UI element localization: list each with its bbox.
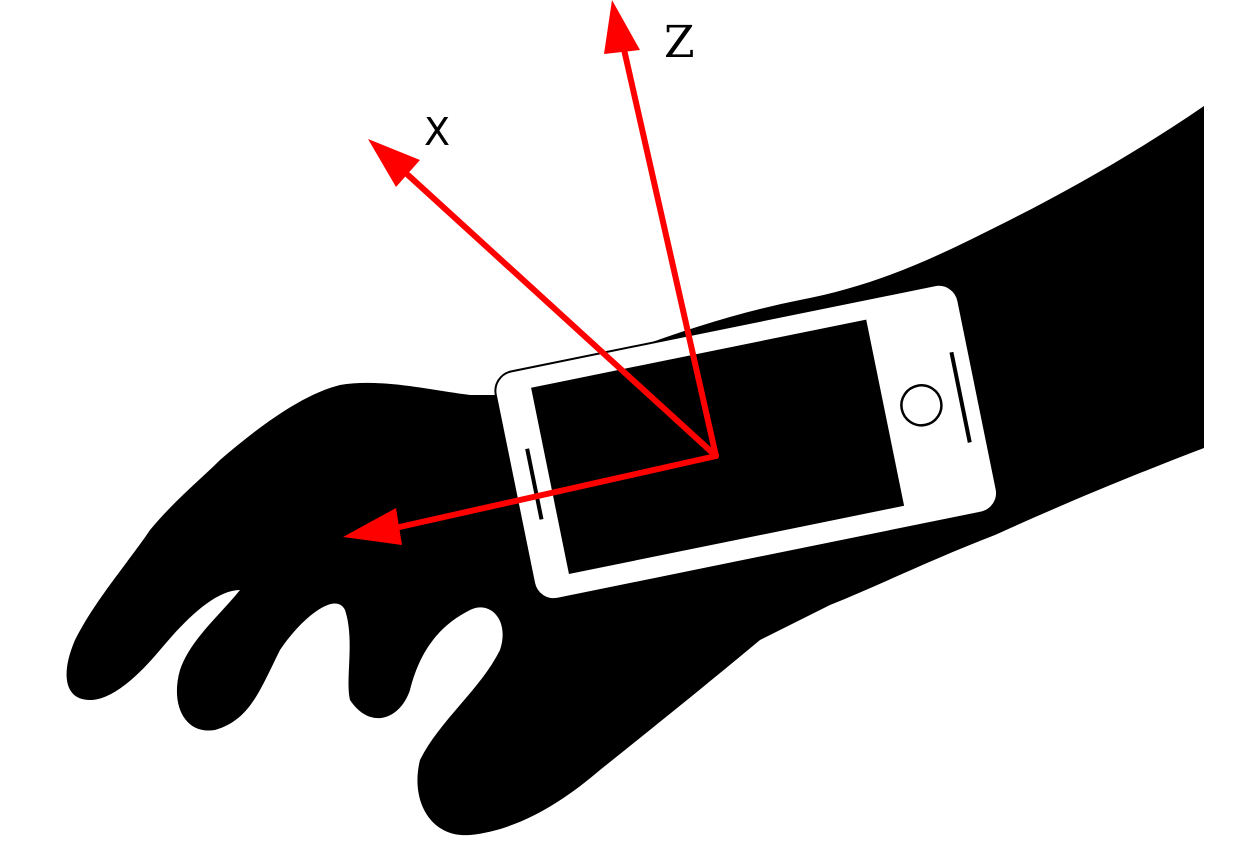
y-axis-label: Y [406,447,431,491]
side-button-right [949,351,972,443]
coordinate-axes [343,0,719,545]
z-axis-arrowhead [604,0,640,54]
smartphone [494,283,999,601]
x-axis-arrowhead [368,139,420,187]
x-axis-arrow [405,172,719,459]
y-axis-arrowhead [343,508,402,545]
speaker-slot-left [525,448,544,520]
z-axis-arrow [620,42,719,459]
y-axis-arrow [392,453,719,531]
x-axis-label: X [424,110,450,154]
home-button-icon [900,384,943,427]
z-axis-label: Z [664,17,695,68]
phone-screen [531,319,905,574]
